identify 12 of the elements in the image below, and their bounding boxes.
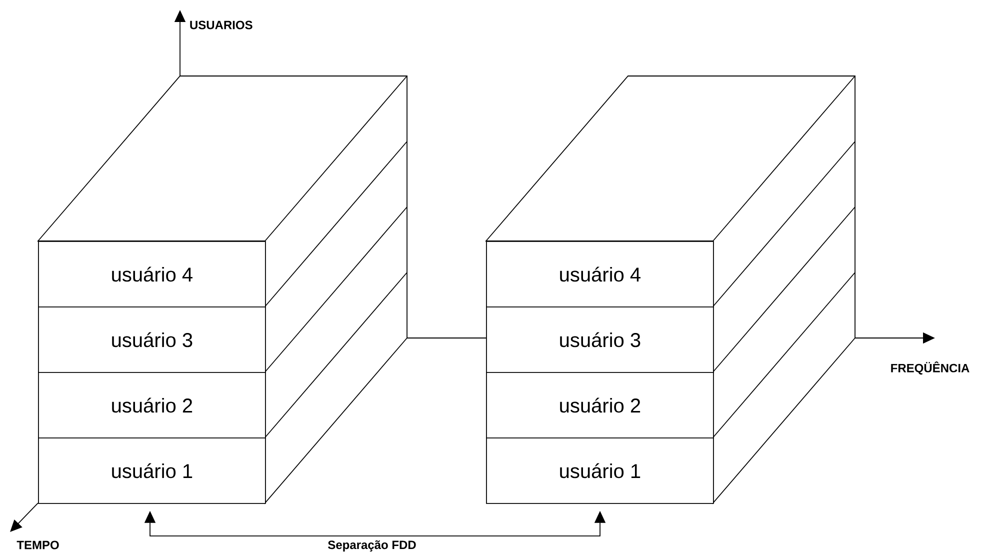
axis-label: TEMPO xyxy=(16,540,59,550)
slot-box: usuário 3 xyxy=(486,306,714,373)
slot-box: usuário 1 xyxy=(486,438,714,504)
slot-box: usuário 3 xyxy=(38,306,266,373)
slot-box: usuário 4 xyxy=(38,241,266,308)
edge-label: Separação FDD xyxy=(328,540,416,552)
slot-box: usuário 1 xyxy=(38,438,266,504)
axis-label: FREQÜÊNCIA xyxy=(891,361,970,375)
slot-box: usuário 4 xyxy=(486,241,714,308)
slot-box: usuário 2 xyxy=(486,372,714,438)
axis-label: USUARIOS xyxy=(190,20,252,30)
slot-box: usuário 2 xyxy=(38,372,266,438)
